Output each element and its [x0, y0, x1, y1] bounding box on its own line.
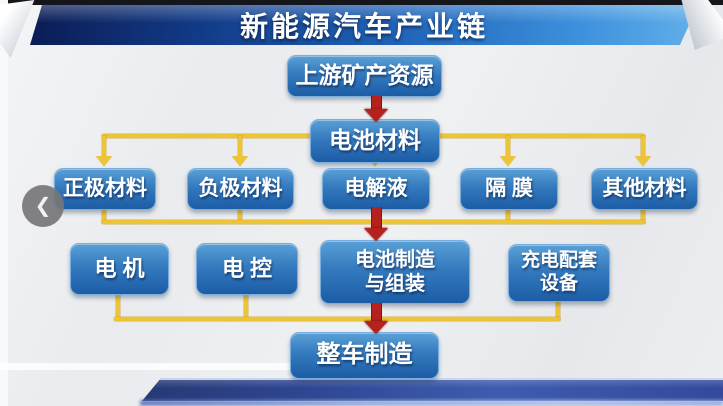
node-other-materials: 其他材料 — [591, 168, 698, 210]
connector-stub-charging — [556, 301, 560, 320]
flow-arrow-upstream-shaft — [371, 96, 382, 110]
connector-stub-cathode — [102, 207, 106, 223]
arrow-down-icon — [635, 156, 651, 166]
connector-drop-anode — [238, 136, 242, 158]
node-battery-manufacturing: 电池制造 与组装 — [320, 240, 470, 304]
arrow-down-icon — [500, 156, 516, 166]
node-charging-equipment: 充电配套 设备 — [508, 244, 610, 302]
connector-stub-anode — [238, 207, 242, 223]
flow-arrow-upstream-head — [364, 109, 388, 122]
page-edge-left — [0, 0, 8, 406]
node-cathode-materials: 正极材料 — [54, 168, 156, 210]
floor-highlight-stripe — [0, 363, 340, 370]
chevron-left-icon: ❮ — [34, 195, 52, 217]
connector-stub-motor — [116, 294, 120, 320]
connector-gather-line-components — [114, 317, 560, 321]
connector-stub-other — [641, 207, 645, 223]
connector-drop-separator — [506, 136, 510, 158]
node-separator: 隔 膜 — [460, 168, 558, 210]
flow-arrow-electrolyte-shaft — [371, 207, 382, 230]
node-motor: 电 机 — [70, 243, 169, 295]
title-bar: 新能源汽车产业链 — [30, 5, 698, 45]
node-upstream-minerals: 上游矿产资源 — [287, 55, 442, 97]
node-charging-equipment-line2: 设备 — [539, 273, 578, 294]
flow-arrow-electrolyte-head — [364, 228, 388, 241]
node-battery-materials: 电池材料 — [310, 119, 440, 163]
arrow-down-icon — [96, 156, 112, 166]
carousel-prev-button[interactable]: ❮ — [22, 185, 64, 227]
connector-drop-cathode — [102, 136, 106, 158]
bottom-border-bar — [142, 378, 723, 401]
node-vehicle-manufacturing: 整车制造 — [290, 332, 439, 379]
node-controller: 电 控 — [196, 243, 298, 295]
arrow-down-icon — [232, 156, 248, 166]
connector-stub-separator — [506, 207, 510, 223]
node-electrolyte: 电解液 — [322, 168, 430, 210]
top-border-strip — [8, 0, 723, 5]
node-battery-manufacturing-line1: 电池制造 — [355, 249, 435, 271]
flow-arrow-vehicle-shaft — [371, 303, 382, 323]
node-charging-equipment-line1: 充电配套 — [520, 250, 597, 272]
node-anode-materials: 负极材料 — [187, 168, 294, 210]
connector-stub-controller — [244, 294, 248, 320]
bottom-bar-reflection — [140, 400, 723, 406]
flow-arrow-vehicle-head — [364, 321, 388, 334]
connector-drop-other — [641, 136, 645, 158]
page-title: 新能源汽车产业链 — [239, 11, 488, 42]
node-battery-manufacturing-line2: 与组装 — [365, 273, 425, 295]
